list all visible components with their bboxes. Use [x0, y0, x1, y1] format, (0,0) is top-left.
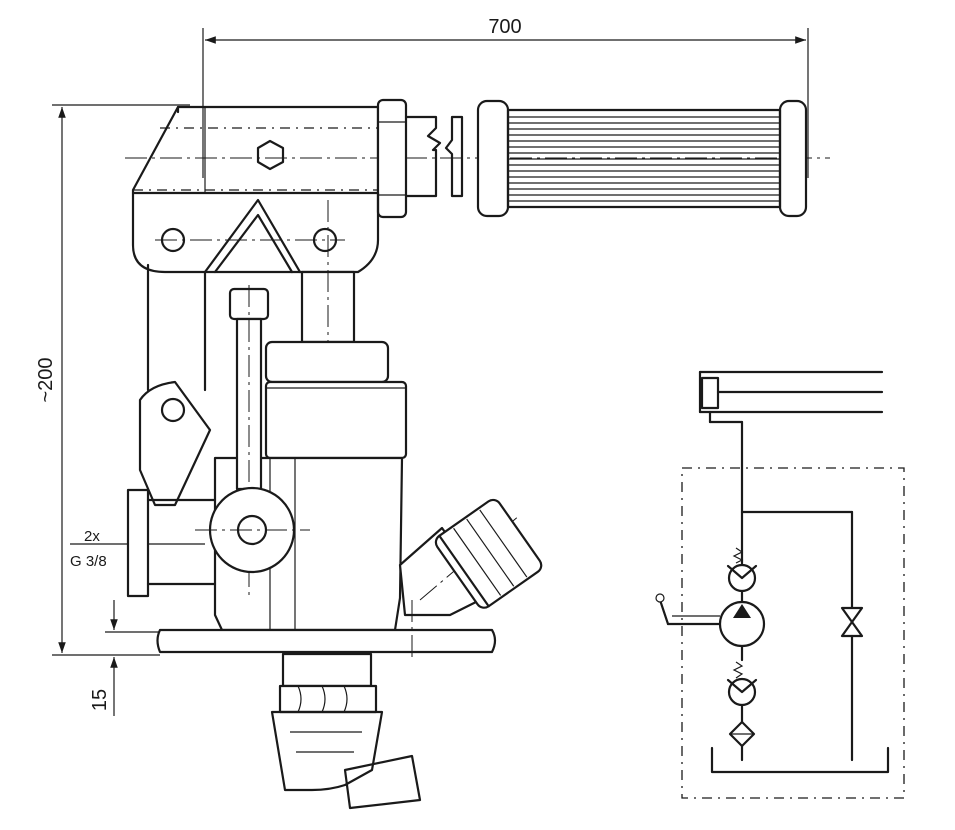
cylinder-symbol [698, 370, 884, 572]
dimension-height: ~200 [35, 104, 190, 656]
check-valve-lower [726, 661, 758, 707]
suction-strainer [270, 652, 422, 810]
release-valve-symbol [840, 606, 864, 638]
yoke [131, 191, 380, 274]
hydraulic-schematic [655, 370, 905, 799]
pump-symbol [655, 593, 766, 648]
dimension-15-label: 15 [89, 689, 111, 711]
filter-symbol [728, 720, 756, 748]
tank-symbol [710, 746, 890, 774]
dimension-700-label: 700 [488, 16, 521, 38]
check-valve-upper [726, 547, 758, 593]
handle-grip-ribs [508, 116, 780, 202]
port-thread-label: G 3/8 [70, 553, 107, 570]
dimension-15: 15 [89, 600, 160, 716]
dimension-height-label: ~200 [35, 357, 57, 402]
port-count-label: 2x [84, 528, 100, 545]
pump-head [125, 98, 830, 219]
pump-body [126, 200, 543, 700]
dimension-700: 700 [202, 16, 809, 178]
